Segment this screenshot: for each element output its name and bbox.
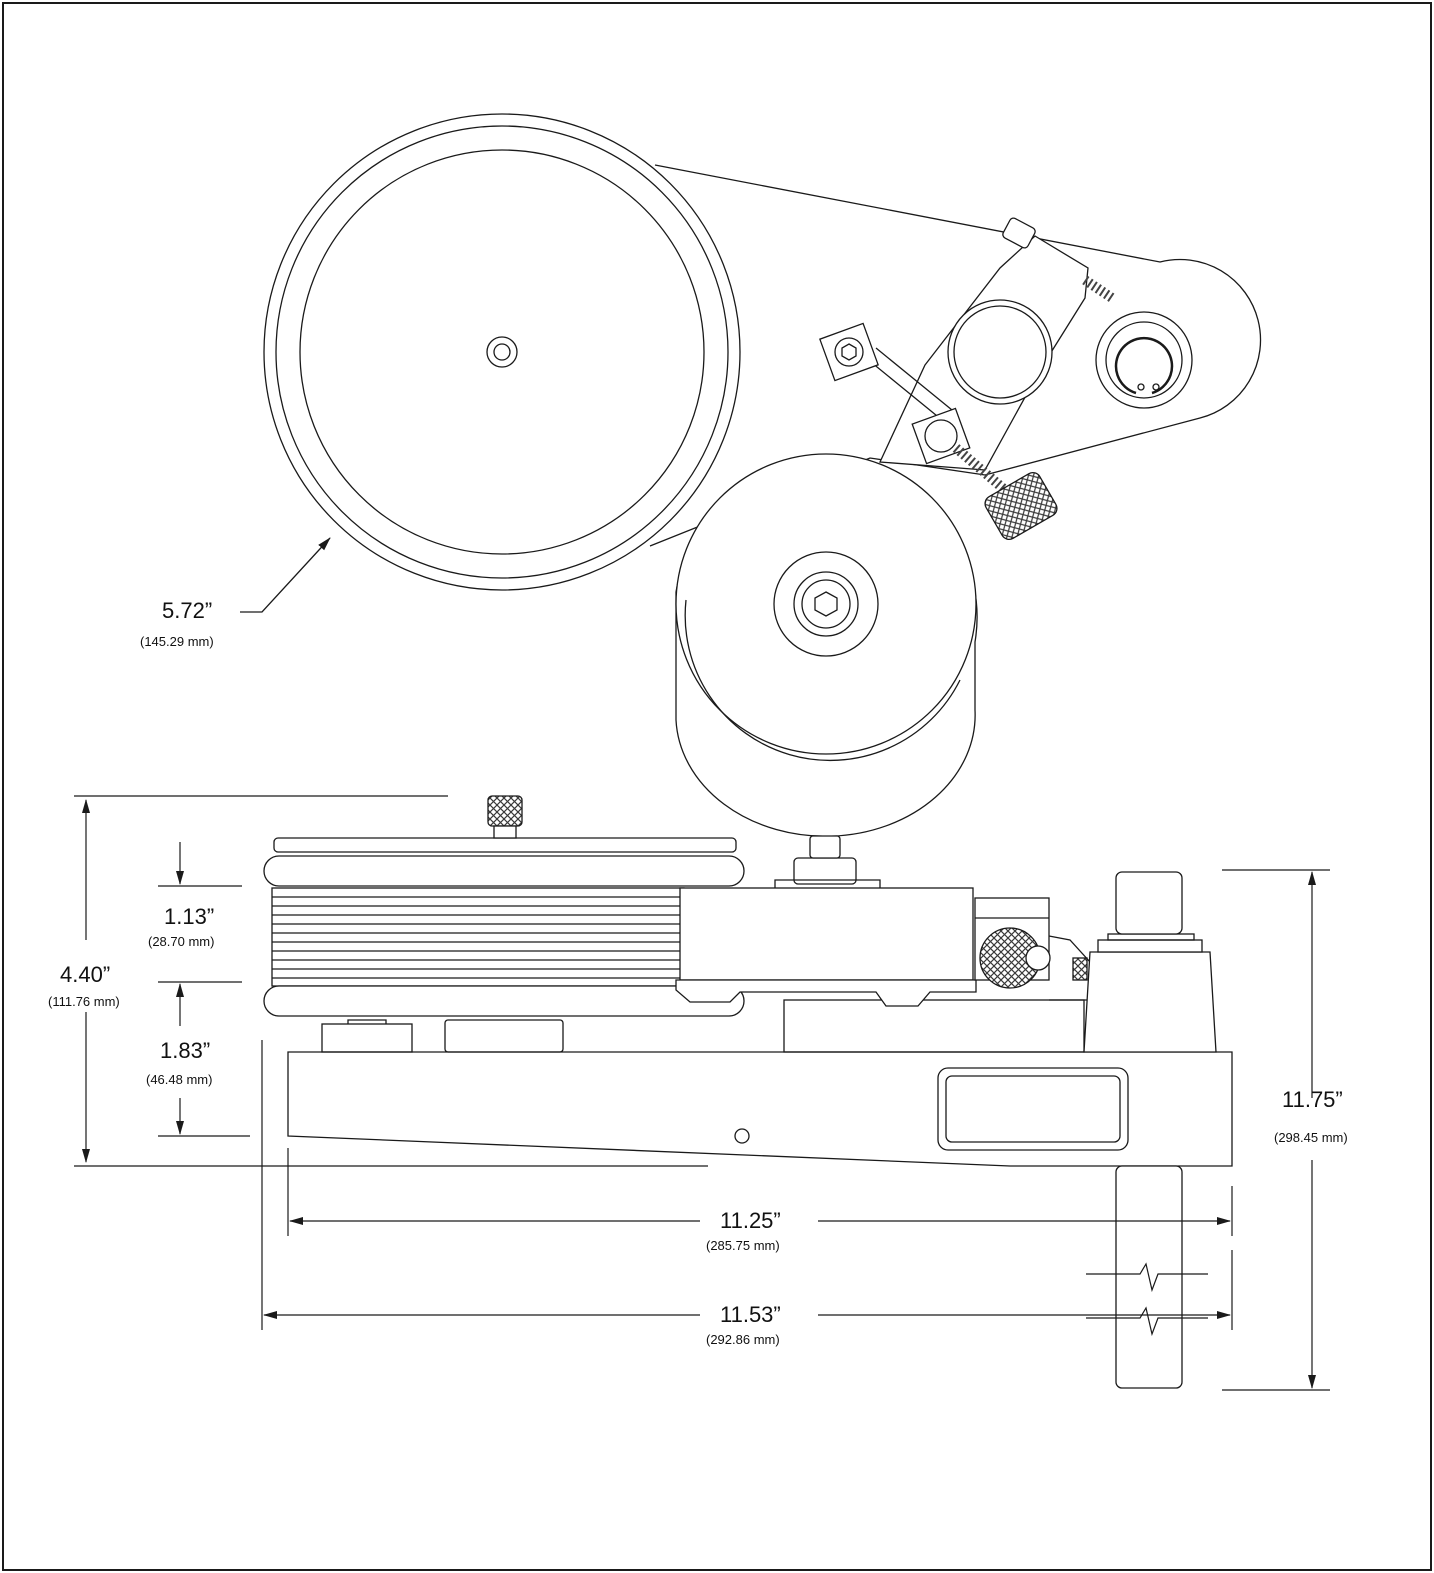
pulley-hub-outer [773, 551, 879, 657]
roller-inner [953, 305, 1047, 399]
base-block [287, 1051, 1233, 1167]
top-view [240, 113, 1262, 837]
pivot-bearing-outer [1095, 311, 1193, 409]
roller-outer [947, 299, 1053, 405]
hex-socket-icon [814, 591, 838, 617]
pivot-post-top [1115, 871, 1183, 935]
platter-thickness-mm: (28.70 mm) [148, 934, 214, 949]
foot-center [444, 1019, 564, 1053]
overall-height-in: 4.40” [60, 962, 110, 987]
motor-housing-side [679, 887, 974, 981]
platter-top-disc [273, 837, 737, 853]
overall-height-mm: (111.76 mm) [48, 994, 120, 1009]
base-length-in: 11.25” [720, 1208, 781, 1233]
platter-thickness-in: 1.13” [164, 904, 214, 929]
foot-left [321, 1023, 413, 1053]
pivot-bearing-mid [1105, 321, 1183, 399]
platter-ring-3 [299, 149, 705, 555]
knurled-knob-top [984, 471, 1058, 541]
overall-length-in: 11.53” [720, 1302, 781, 1327]
platter-outer-ring [263, 113, 741, 591]
post-height-mm: (298.45 mm) [1274, 1130, 1348, 1145]
dimension-lines [74, 795, 1330, 1391]
pivot-tower [1083, 951, 1217, 1053]
nameplate-inner [945, 1075, 1121, 1143]
pulley-hub-mid [793, 571, 859, 637]
set-screw-top [1002, 217, 1036, 249]
platter-top-ring [263, 855, 745, 887]
base-hole [734, 1128, 750, 1144]
base-height-mm: (46.48 mm) [146, 1072, 212, 1087]
riser-block [783, 999, 1085, 1053]
platter-diameter-in: 5.72” [162, 598, 212, 623]
post-height-in: 11.75” [1282, 1087, 1343, 1112]
linkage-bar [865, 347, 953, 421]
record-clamp-knob [487, 795, 523, 827]
spindle-outer [486, 336, 518, 368]
platter-ring-2 [275, 125, 729, 579]
side-view [263, 795, 1233, 1389]
platter-diameter-leader [240, 537, 331, 613]
base-length-mm: (285.75 mm) [706, 1238, 780, 1253]
spindle-inner [493, 343, 511, 361]
overall-length-mm: (292.86 mm) [706, 1332, 780, 1347]
platter-diameter-mm: (145.29 mm) [140, 634, 214, 649]
platter-bottom-ring [263, 985, 745, 1017]
nameplate-outer [937, 1067, 1129, 1151]
break-lines [1086, 1262, 1208, 1337]
base-height-in: 1.83” [160, 1038, 210, 1063]
motor-disc [675, 453, 977, 755]
platter-body [271, 887, 685, 987]
retaining-clip [1114, 337, 1174, 395]
platter-grooves [272, 896, 684, 979]
